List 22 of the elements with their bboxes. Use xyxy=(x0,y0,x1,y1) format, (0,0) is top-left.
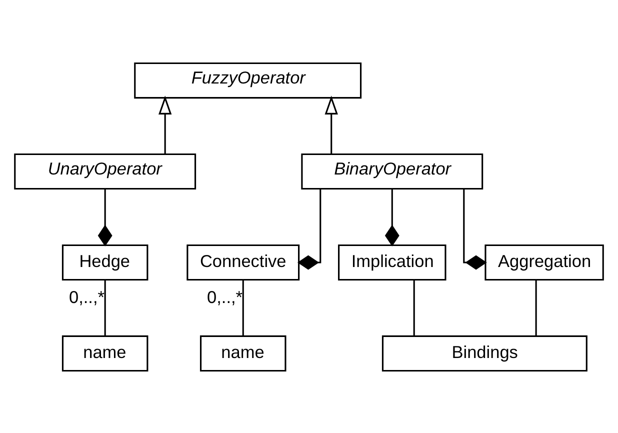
connector xyxy=(104,280,106,336)
node-box: Aggregation xyxy=(484,244,604,280)
connector xyxy=(535,280,537,336)
connector xyxy=(384,188,400,246)
node-box: FuzzyOperator xyxy=(134,62,362,98)
arrow xyxy=(158,95,172,154)
connector xyxy=(297,188,322,270)
arrow xyxy=(324,95,338,154)
connector xyxy=(98,188,112,246)
node-box: name xyxy=(200,334,286,372)
edge-label: 0,..,* xyxy=(207,286,243,306)
edge-label: 0,..,* xyxy=(69,286,104,306)
node-box: UnaryOperator xyxy=(14,152,196,190)
connector xyxy=(463,188,487,270)
node-box: Implication xyxy=(338,244,446,280)
connector xyxy=(413,280,415,336)
node-box: BinaryOperator xyxy=(301,152,484,190)
node-box: name xyxy=(62,334,148,372)
connector xyxy=(242,280,244,336)
node-box: Hedge xyxy=(62,244,148,280)
node-box: Bindings xyxy=(382,334,588,372)
node-box: Connective xyxy=(186,244,300,280)
